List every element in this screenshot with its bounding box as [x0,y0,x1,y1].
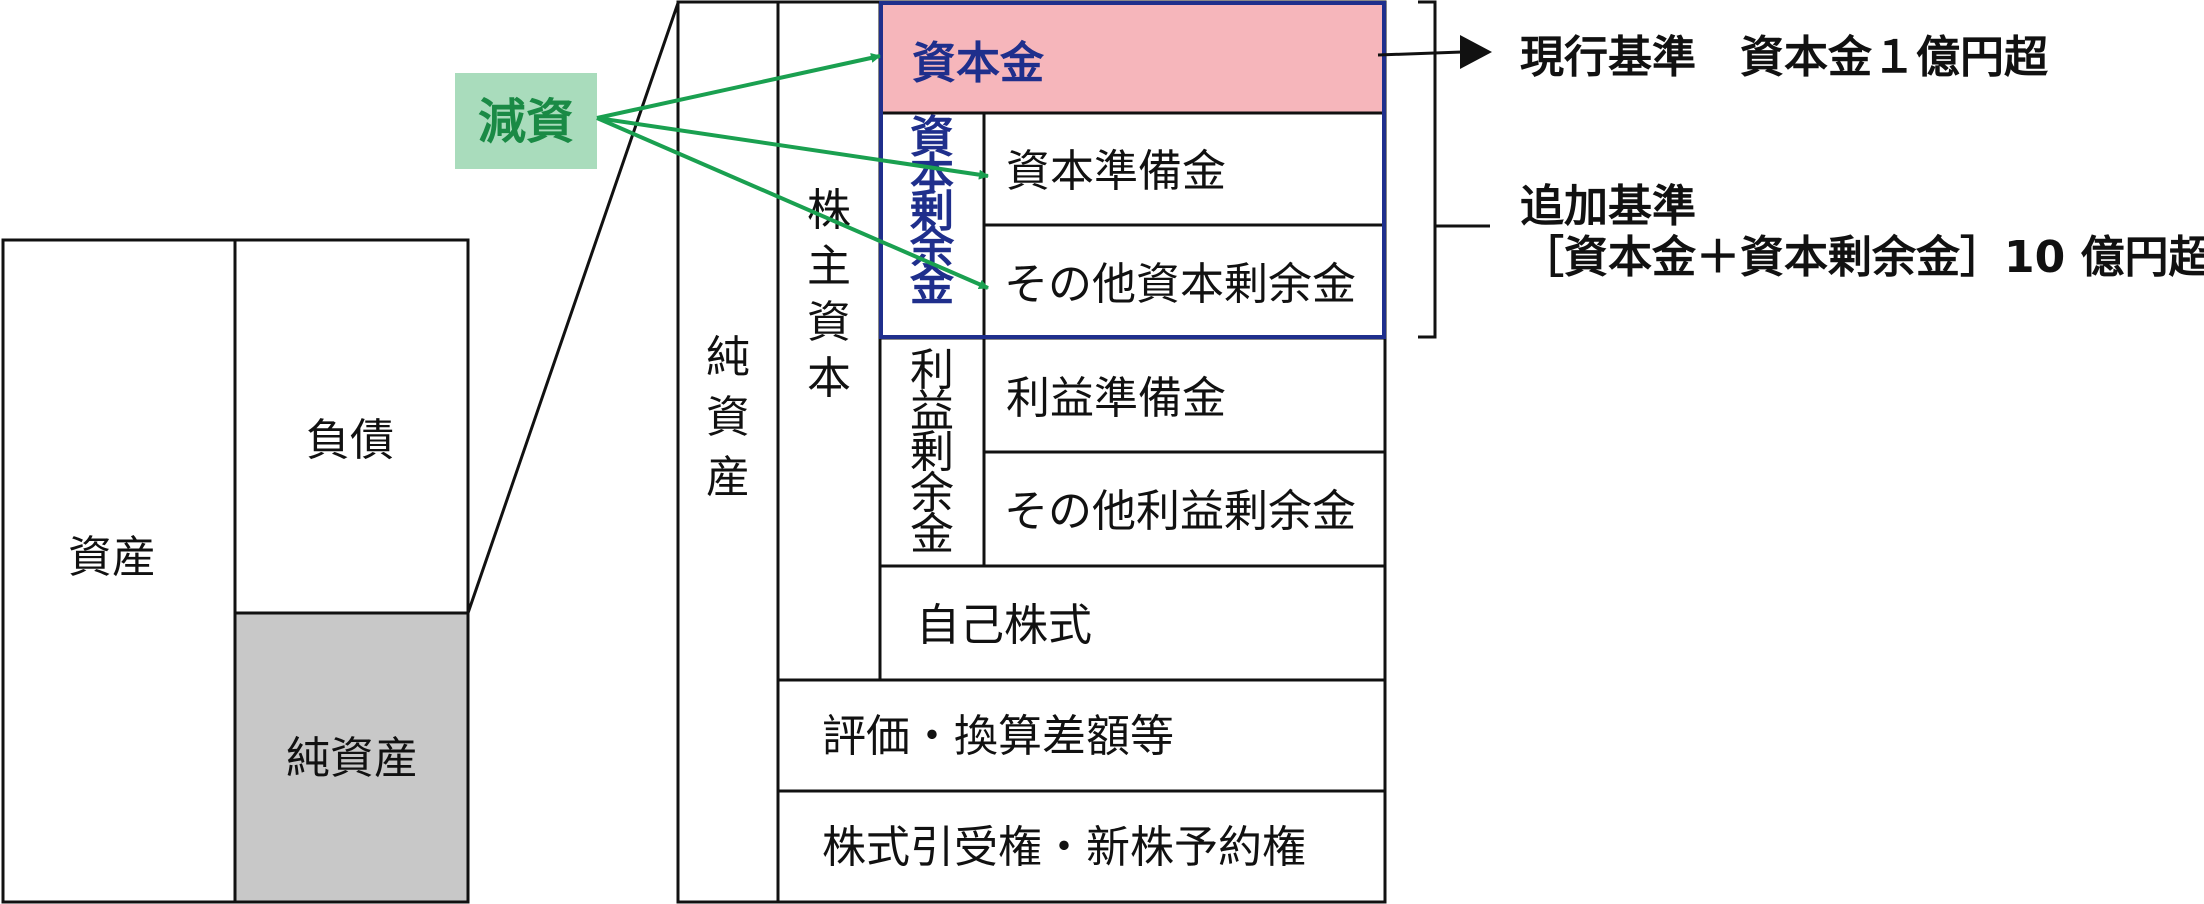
current-criteria-text: 現行基準 資本金１億円超 [1520,32,2049,83]
legal-retained-earnings-label: 利益準備金 [1006,373,1226,424]
criteria-bracket [1418,0,1437,339]
reduction-arrow-other-capital-surplus [596,116,989,290]
liabilities-label: 負債 [306,415,394,466]
expansion-line [466,2,680,614]
stock-acquisition-rights-box [776,789,1387,904]
assets-box [1,238,237,904]
capital-group-outline [879,1,1386,339]
capital-stock-box [878,0,1387,115]
liabilities-box [233,238,470,615]
retained-earnings-label: 利益剰余金 [910,345,954,560]
other-retained-earnings-label: その他利益剰余金 [1004,486,1356,537]
additional-criteria-detail: ［資本金＋資本剰余金］10 億円超 [1520,232,2204,283]
capital-reduction: 減資 [455,53,989,290]
stock-acquisition-rights-label: 株式引受権・新株予約権 [822,822,1306,873]
shareholders-equity-label: 株主資本 [807,185,851,404]
reduction-arrow-capital-stock [596,53,881,120]
reduction-label: 減資 [478,94,574,150]
legal-retained-earnings-box [982,336,1387,454]
current-criteria-arrow-line [1377,50,1463,57]
current-criteria-arrowhead [1460,35,1492,69]
treasury-stock-label: 自己株式 [916,600,1092,651]
treasury-stock-box [878,564,1387,682]
capital-surplus-label: 資本剰余金 [909,112,955,311]
valuation-adjustments-box [776,678,1387,793]
capital-reserve-label: 資本準備金 [1006,146,1226,197]
capital-stock-label: 資本金 [912,38,1045,89]
other-capital-surplus-label: その他資本剰余金 [1004,259,1356,310]
balance-sheet: 資産 負債 純資産 [1,238,470,904]
additional-criteria-title: 追加基準 [1520,181,1696,232]
reduction-label-box [455,73,597,169]
net-assets-box [233,611,470,904]
criteria-annotations: 現行基準 資本金１億円超 追加基準 ［資本金＋資本剰余金］10 億円超 [1377,0,2204,339]
retained-earnings-column [878,336,986,568]
net-assets-detail: 純資産 株主資本 資本剰余金 利益剰余金 資本金 資本準備金 その他資本剰余金 … [676,0,1387,904]
assets-label: 資産 [68,532,156,583]
net-assets-label: 純資産 [286,733,418,784]
valuation-adjustments-label: 評価・換算差額等 [822,711,1174,762]
other-retained-earnings-box [982,450,1387,568]
reduction-arrow-capital-reserve [596,116,989,180]
detail-net-assets-label: 純資産 [706,332,750,503]
